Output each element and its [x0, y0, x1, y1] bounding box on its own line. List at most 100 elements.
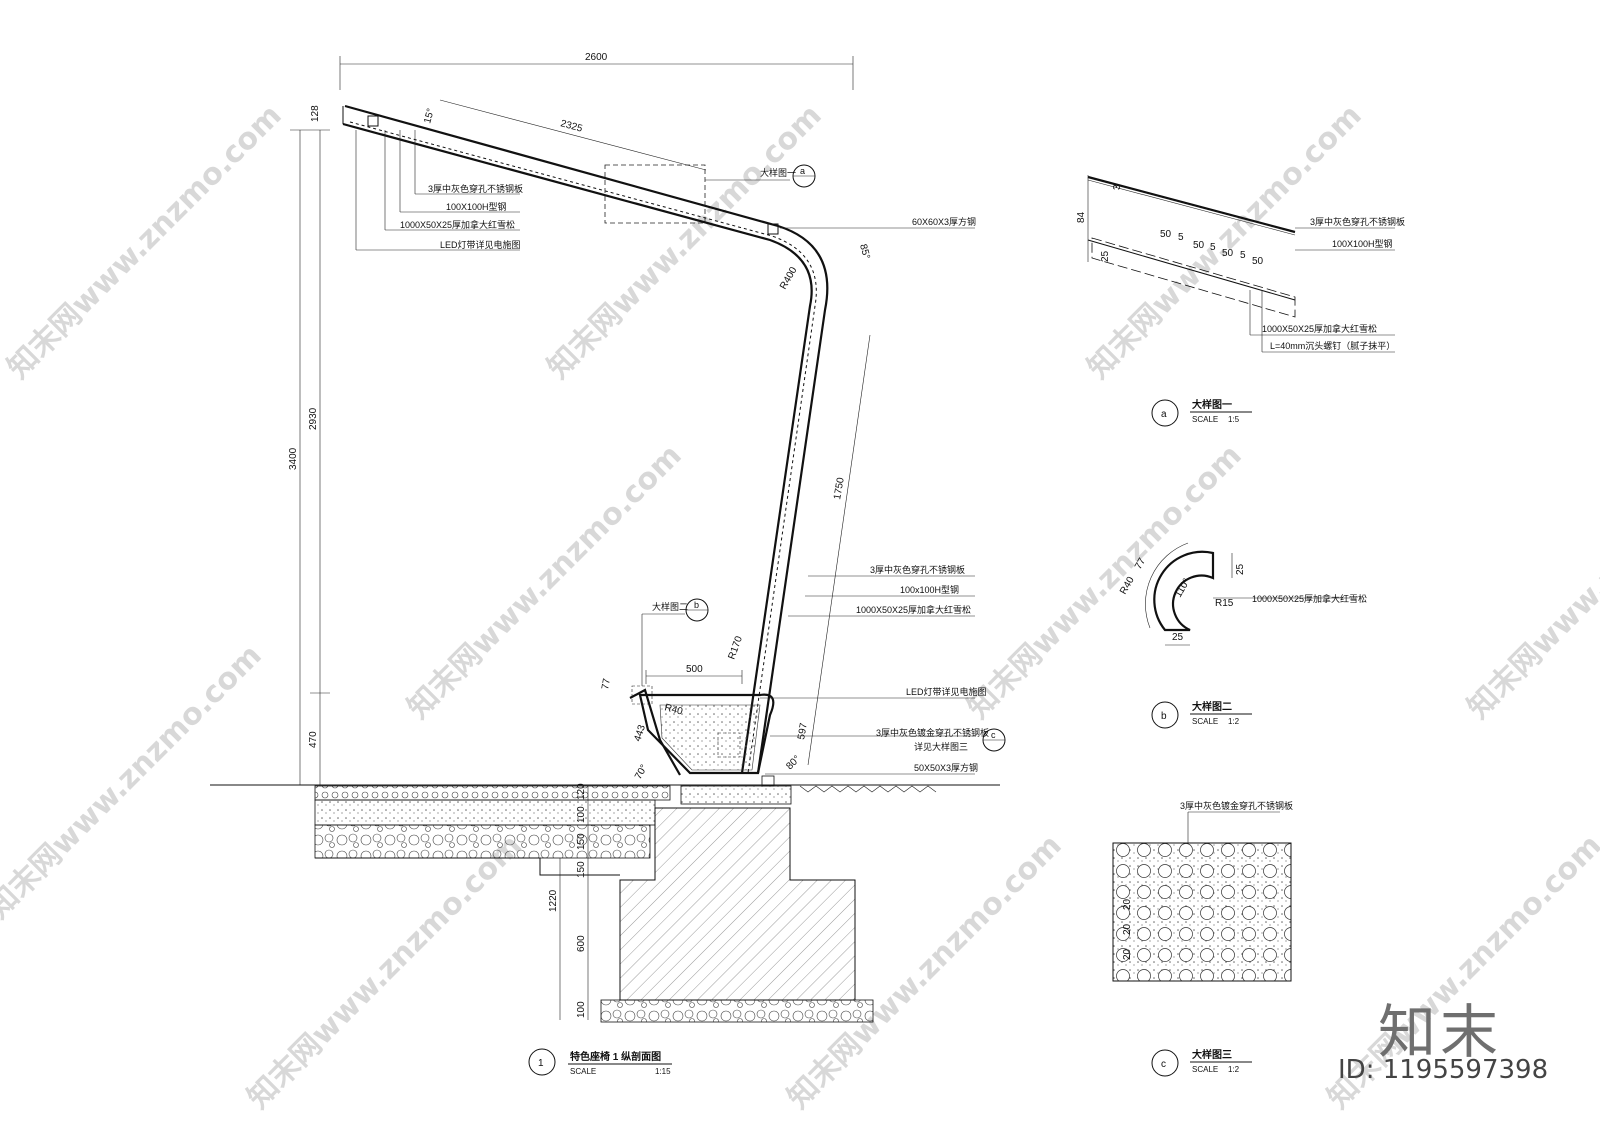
title-number: 1: [538, 1058, 544, 1069]
detail-a-dim-3: 3: [1112, 184, 1123, 190]
detail-b-dim-25-side: 25: [1235, 563, 1246, 575]
roof-label-1: 3厚中灰色穿孔不锈钢板: [428, 183, 523, 194]
detail-c-title-letter: c: [1161, 1059, 1166, 1070]
detail-c-label: 3厚中灰色镀金穿孔不锈钢板: [1180, 800, 1293, 811]
dim-85deg: 85°: [857, 243, 872, 260]
dim-80deg: 80°: [784, 754, 802, 772]
detail-a-label-3: 1000X50X25厚加拿大红雪松: [1262, 323, 1377, 334]
detail-b-dim-25-bottom: 25: [1172, 632, 1184, 643]
detail-c-perforations: [1112, 842, 1292, 982]
detail-c-dim-2: 20: [1122, 923, 1133, 935]
watermark-text: 知末网www.znzmo.com: [401, 438, 689, 726]
detail-a-dim-25: 25: [1100, 250, 1111, 262]
dim-1750: 1750: [832, 476, 847, 500]
dim-77: 77: [600, 677, 613, 690]
detail-a-dim-50d: 50: [1252, 256, 1264, 267]
detail-a-dim-5b: 5: [1210, 242, 1216, 253]
dim-2600: 2600: [585, 52, 608, 63]
seat-label-panel: 3厚中灰色镀金穿孔不锈钢板: [876, 727, 989, 738]
dim-base-100: 100: [576, 806, 587, 823]
dim-base-600: 600: [576, 935, 587, 952]
roof-label-2: 100X100H型钢: [446, 201, 507, 212]
title-name: 特色座椅 1 纵剖面图: [570, 1050, 661, 1063]
seat-label-detail: 详见大样图三: [914, 741, 968, 752]
watermark-text: 知末网www.znzmo.com: [241, 828, 529, 1116]
post-label-1: 3厚中灰色穿孔不锈钢板: [870, 564, 965, 575]
dim-500: 500: [686, 664, 703, 675]
detail-b: 77 R40 110° 25 25 R15 1000X50X25厚加拿大红雪松 …: [1118, 542, 1367, 729]
detail-a-label-1: 3厚中灰色穿孔不锈钢板: [1310, 216, 1405, 227]
brand-logo: 知末: [1378, 998, 1503, 1066]
detail-a-dim-50a: 50: [1160, 229, 1172, 240]
title-number-circle: [528, 1048, 556, 1076]
roof-label-3: 1000X50X25厚加拿大红雪松: [400, 219, 515, 230]
dim-base-100b: 100: [576, 1001, 587, 1018]
dim-2930: 2930: [308, 407, 319, 430]
dim-70deg: 70°: [633, 763, 650, 782]
watermark-text: 知末网www.znzmo.com: [0, 638, 269, 926]
label-60-steel: 60X60X3厚方钢: [912, 216, 976, 227]
detail-c-dim-1: 20: [1122, 898, 1133, 910]
detail-b-dim-r15: R15: [1215, 598, 1234, 609]
dim-base-150a: 150: [576, 833, 587, 850]
detail-a-title-circle: [1151, 399, 1179, 427]
seat-label-tube: 50X50X3厚方钢: [914, 762, 978, 773]
detail-b-scale-label: SCALE: [1192, 717, 1218, 726]
detail-b-dim-77: 77: [1133, 556, 1148, 572]
watermark-text: 知末网www.znzmo.com: [1461, 438, 1600, 726]
detail-a-label-4: L=40mm沉头螺钉（腻子抹平）: [1270, 340, 1395, 351]
detail-a-dim-84: 84: [1076, 211, 1087, 223]
dim-597: 597: [796, 722, 810, 741]
detail-c-dim-3: 20: [1122, 948, 1133, 960]
dim-base-120: 120: [576, 783, 587, 800]
callout-b-text: 大样图二: [652, 601, 688, 612]
detail-a-dim-5a: 5: [1178, 232, 1184, 243]
detail-c-box: [717, 732, 741, 758]
detail-c: 3厚中灰色镀金穿孔不锈钢板 20 20 20 c 大样图三 SCALE 1:2: [1112, 800, 1293, 1077]
detail-a-title-letter: a: [1161, 409, 1167, 420]
callout-a-letter: a: [800, 166, 805, 176]
concrete-layer: [314, 799, 656, 826]
main-section: 2600 2325 128 15° a 大样图一 3厚中灰色穿孔不锈钢板 100…: [210, 52, 1006, 1076]
detail-b-scale-value: 1:2: [1228, 717, 1240, 726]
steel-tube-top: [367, 115, 379, 127]
detail-c-title-circle: [1151, 1049, 1179, 1077]
post-label-3: 1000X50X25厚加拿大红雪松: [856, 604, 971, 615]
dim-base-150b: 150: [576, 861, 587, 878]
detail-a-dim-50b: 50: [1193, 240, 1205, 251]
detail-b-title-letter: b: [1161, 711, 1167, 722]
detail-b-title-circle: [1151, 701, 1179, 729]
dim-128: 128: [310, 105, 321, 122]
dim-470: 470: [308, 731, 319, 748]
ground-slab: [680, 785, 792, 805]
footing-gravel: [600, 999, 874, 1023]
detail-a-dim-5c: 5: [1240, 250, 1246, 261]
detail-c-scale-label: SCALE: [1192, 1065, 1218, 1074]
detail-b-label: 1000X50X25厚加拿大红雪松: [1252, 593, 1367, 604]
canopy-outer-line: [344, 104, 829, 774]
title-scale-value: 1:15: [655, 1067, 671, 1076]
dim-r400: R400: [778, 265, 800, 292]
detail-c-scale-value: 1:2: [1228, 1065, 1240, 1074]
detail-b-dim-110: 110°: [1173, 577, 1193, 600]
callout-b-letter: b: [694, 600, 699, 610]
seat-label-led: LED灯带详见电施图: [906, 686, 987, 697]
detail-c-title-name: 大样图三: [1192, 1048, 1232, 1061]
detail-a-box: [604, 164, 706, 224]
gravel-layer: [314, 824, 651, 859]
dim-r40-seat: R40: [663, 702, 684, 717]
seat-perforated-panel: [659, 704, 761, 771]
detail-a-label-2: 100X100H型钢: [1332, 238, 1393, 249]
detail-a-dim-50c: 50: [1222, 248, 1234, 259]
callout-a-text: 大样图一: [760, 167, 796, 178]
watermark-text: 知末网www.znzmo.com: [961, 438, 1249, 726]
detail-a-cedar: [1091, 237, 1296, 318]
dim-15deg: 15°: [422, 107, 437, 124]
dim-443: 443: [632, 723, 648, 743]
detail-a-scale-label: SCALE: [1192, 415, 1218, 424]
cedar-slats-line: [349, 121, 817, 774]
seat-outline: [638, 693, 775, 775]
dim-base-1220: 1220: [548, 889, 559, 912]
